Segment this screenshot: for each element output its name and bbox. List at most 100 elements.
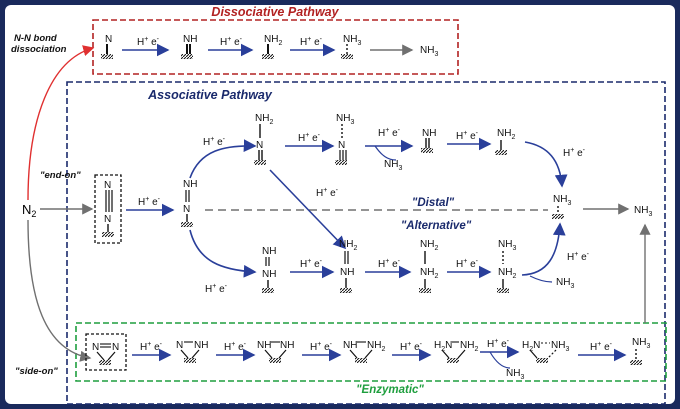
svg-text:H2N: H2N xyxy=(434,340,452,353)
amido-upper: NH2 xyxy=(495,128,515,155)
svg-text:H+ e-: H+ e- xyxy=(203,136,226,148)
diazenyl: NH N xyxy=(181,179,197,227)
distal-label: "Distal" xyxy=(412,197,455,209)
svg-text:H+ e-: H+ e- xyxy=(220,36,243,48)
end-on-label: "end-on" xyxy=(40,170,81,181)
lower-branch-arrow xyxy=(189,229,257,278)
svg-text:NH2: NH2 xyxy=(420,239,438,252)
enzymatic-s1: N NH xyxy=(176,340,208,363)
svg-text:H+ e-: H+ e- xyxy=(205,283,228,295)
svg-text:N: N xyxy=(104,214,111,225)
svg-text:H+ e-: H+ e- xyxy=(456,258,479,270)
svg-text:N: N xyxy=(183,204,190,215)
svg-text:NH: NH xyxy=(183,179,197,190)
svg-text:NH2: NH2 xyxy=(339,239,357,252)
ammine-complex: NH3 xyxy=(552,194,571,219)
svg-text:H+ e-: H+ e- xyxy=(300,36,323,48)
svg-text:NH3: NH3 xyxy=(498,239,516,252)
svg-text:NH: NH xyxy=(340,267,354,278)
svg-text:H+ e-: H+ e- xyxy=(567,251,590,263)
svg-text:NH2: NH2 xyxy=(498,267,516,280)
enzymatic-label: "Enzymatic" xyxy=(356,384,424,396)
svg-text:N: N xyxy=(92,342,99,353)
svg-text:N: N xyxy=(256,140,263,151)
svg-text:H+ e-: H+ e- xyxy=(378,258,401,270)
alternative-label: "Alternative" xyxy=(401,220,472,232)
hydrazido-lower: NH2 NH xyxy=(339,239,357,293)
svg-text:NH2: NH2 xyxy=(264,34,282,47)
svg-text:H+ e-: H+ e- xyxy=(487,338,510,350)
svg-text:NH3: NH3 xyxy=(632,337,650,350)
enzymatic-s5: H2N NH3 xyxy=(522,340,569,363)
hydrazine-nh3-lower: NH3 NH2 xyxy=(497,239,516,293)
svg-text:N: N xyxy=(104,180,111,191)
svg-text:H+ e-: H+ e- xyxy=(378,127,401,139)
svg-text:H+ e-: H+ e- xyxy=(140,341,163,353)
dissociative-row: N H+ e- NH H+ e- NH2 H+ e- NH3 NH3 xyxy=(101,34,438,59)
svg-text:NH3: NH3 xyxy=(553,194,571,207)
side-on-complex: N N xyxy=(85,333,127,371)
side-on-label: "side-on" xyxy=(15,366,58,377)
end-on-complex: N N xyxy=(94,174,122,244)
upper-branch-arrow xyxy=(189,139,257,179)
svg-text:H+ e-: H+ e- xyxy=(590,341,613,353)
svg-text:NH: NH xyxy=(262,246,276,257)
svg-text:H+ e-: H+ e- xyxy=(300,258,323,270)
nitrido-nh3-upper: NH3 N xyxy=(335,113,354,165)
svg-text:NH3: NH3 xyxy=(384,159,402,172)
svg-text:H2N: H2N xyxy=(522,340,540,353)
dissociative-arrow xyxy=(27,45,95,201)
svg-text:NH: NH xyxy=(280,340,294,351)
hydrazido-upper: NH2 N xyxy=(254,113,273,165)
svg-text:NH2: NH2 xyxy=(367,340,385,353)
svg-text:H+ e-: H+ e- xyxy=(224,341,247,353)
svg-text:NH2: NH2 xyxy=(460,340,478,353)
start-n2: N2 xyxy=(22,202,36,219)
svg-text:NH2: NH2 xyxy=(497,128,515,141)
svg-text:H+ e-: H+ e- xyxy=(456,130,479,142)
hydrazine-lower: NH2 NH2 xyxy=(419,239,438,293)
diagonal-arrow xyxy=(269,169,347,250)
he-label: H+ e- xyxy=(138,196,161,208)
svg-text:NH: NH xyxy=(262,269,276,280)
svg-text:NH2: NH2 xyxy=(255,113,273,126)
enzymatic-s6: NH3 xyxy=(630,337,650,365)
svg-text:NH: NH xyxy=(194,340,208,351)
enzymatic-s2: NH NH xyxy=(257,340,294,363)
svg-text:NH3: NH3 xyxy=(336,113,354,126)
svg-text:NH: NH xyxy=(343,340,357,351)
svg-text:NH: NH xyxy=(183,34,197,45)
nn-bond-label-line1: N-N bond xyxy=(14,33,57,44)
final-nh3: NH3 xyxy=(634,205,652,218)
dissociative-title: Dissociative Pathway xyxy=(211,5,339,19)
associative-box xyxy=(66,81,666,405)
svg-text:H+ e-: H+ e- xyxy=(563,147,586,159)
nn-bond-label-line2: dissociation xyxy=(11,44,67,55)
svg-text:NH2: NH2 xyxy=(420,267,438,280)
enzymatic-s3: NH NH2 xyxy=(343,340,385,363)
panel-background xyxy=(5,5,675,404)
svg-text:NH: NH xyxy=(422,128,436,139)
svg-text:NH: NH xyxy=(257,340,271,351)
svg-text:H+ e-: H+ e- xyxy=(137,36,160,48)
svg-text:N: N xyxy=(105,34,112,45)
svg-text:NH3: NH3 xyxy=(556,277,574,290)
svg-text:NH3: NH3 xyxy=(343,34,361,47)
svg-text:H+ e-: H+ e- xyxy=(298,132,321,144)
svg-text:N: N xyxy=(338,140,345,151)
associative-title: Associative Pathway xyxy=(147,88,273,102)
svg-text:H+ e-: H+ e- xyxy=(400,341,423,353)
enzymatic-s4: H2N NH2 xyxy=(434,340,478,363)
svg-text:NH3: NH3 xyxy=(551,340,569,353)
svg-text:NH3: NH3 xyxy=(420,45,438,58)
diazene-lower: NH NH xyxy=(262,246,276,293)
svg-text:H+ e-: H+ e- xyxy=(310,341,333,353)
svg-text:N: N xyxy=(112,342,119,353)
svg-text:H+ e-: H+ e- xyxy=(316,187,339,199)
imido-upper: NH xyxy=(421,128,436,153)
svg-text:N: N xyxy=(176,340,183,351)
svg-text:NH3: NH3 xyxy=(506,368,524,381)
side-on-arrow xyxy=(27,219,92,362)
